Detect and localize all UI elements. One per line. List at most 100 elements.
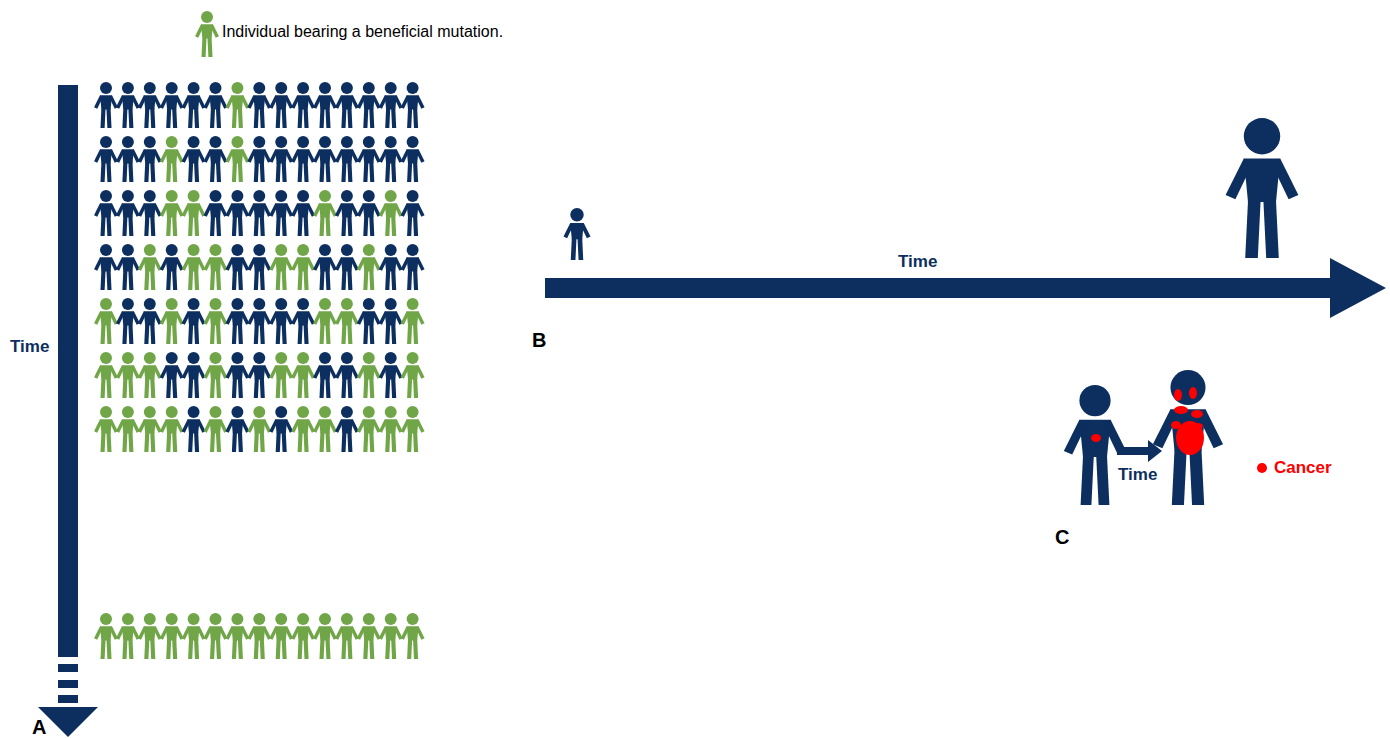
individual-figure [335, 244, 359, 290]
individual-figure [247, 298, 271, 344]
individual-figure [94, 352, 118, 398]
individual-figure [269, 244, 293, 290]
axis-label: Time [898, 253, 937, 272]
individual-figure [379, 82, 403, 128]
individual-figure [182, 82, 206, 128]
individual-figure [313, 406, 337, 452]
individual-figure [357, 352, 381, 398]
individual-figure [225, 298, 249, 344]
individual-figure [269, 190, 293, 236]
person-early [1064, 385, 1126, 505]
individual-figure [204, 406, 228, 452]
individual-figure [291, 190, 315, 236]
individual-figure [160, 298, 184, 344]
individual-figure [379, 136, 403, 182]
individual-figure [401, 136, 425, 182]
individual-figure [182, 244, 206, 290]
growth-panel [545, 118, 1386, 318]
individual-figure [269, 352, 293, 398]
individual-figure [291, 352, 315, 398]
individual-figure [182, 136, 206, 182]
individual-figure [116, 82, 140, 128]
individual-figure [116, 136, 140, 182]
individual-figure [379, 190, 403, 236]
tumour-spot [1174, 389, 1182, 401]
population-grid [94, 82, 425, 659]
individual-figure [401, 613, 425, 659]
individual-figure [225, 244, 249, 290]
individual-figure [269, 82, 293, 128]
individual-figure [247, 82, 271, 128]
individual-figure [313, 613, 337, 659]
time-arrow [38, 85, 98, 737]
individual-figure [138, 190, 162, 236]
individual-figure [247, 136, 271, 182]
individual-figure [225, 613, 249, 659]
individual-figure [116, 190, 140, 236]
individual-figure [335, 613, 359, 659]
individual-figure [225, 190, 249, 236]
individual-figure [291, 244, 315, 290]
individual-figure [313, 298, 337, 344]
individual-figure [204, 136, 228, 182]
individual-figure [160, 82, 184, 128]
individual-figure [357, 244, 381, 290]
individual-figure [247, 613, 271, 659]
individual-figure [138, 352, 162, 398]
legend-text: Individual bearing a beneficial mutation… [222, 23, 503, 41]
time-arrow [545, 258, 1386, 318]
individual-figure [182, 613, 206, 659]
individual-figure [247, 244, 271, 290]
individual-figure [94, 244, 118, 290]
individual-figure [313, 136, 337, 182]
individual-figure [160, 244, 184, 290]
individual-figure [94, 613, 118, 659]
individual-figure [94, 82, 118, 128]
child-figure [563, 208, 590, 260]
individual-figure [401, 244, 425, 290]
individual-figure [313, 82, 337, 128]
tumour-mass [1176, 421, 1204, 455]
panel-letter: C [1055, 526, 1069, 548]
individual-figure [269, 298, 293, 344]
individual-figure [357, 298, 381, 344]
individual-figure [291, 82, 315, 128]
individual-figure [182, 406, 206, 452]
individual-figure [138, 244, 162, 290]
individual-figure [94, 190, 118, 236]
individual-figure [357, 136, 381, 182]
individual-figure [94, 298, 118, 344]
individual-figure [357, 406, 381, 452]
individual-figure [335, 82, 359, 128]
individual-figure [116, 406, 140, 452]
individual-figure [247, 406, 271, 452]
individual-figure [204, 244, 228, 290]
individual-figure [182, 298, 206, 344]
individual-figure [204, 298, 228, 344]
individual-figure [182, 352, 206, 398]
individual-figure [138, 298, 162, 344]
individual-figure [401, 352, 425, 398]
individual-figure [313, 190, 337, 236]
individual-figure [335, 190, 359, 236]
individual-figure [335, 136, 359, 182]
individual-figure [160, 136, 184, 182]
individual-figure [247, 190, 271, 236]
individual-figure [401, 298, 425, 344]
individual-figure [116, 298, 140, 344]
individual-figure [379, 352, 403, 398]
individual-figure [116, 352, 140, 398]
tumour-spot [1091, 434, 1101, 442]
individual-figure [138, 136, 162, 182]
individual-figure [291, 613, 315, 659]
individual-figure [291, 406, 315, 452]
individual-figure [225, 406, 249, 452]
individual-figure [379, 613, 403, 659]
individual-figure [357, 82, 381, 128]
axis-label: Time [10, 338, 49, 357]
individual-figure [94, 136, 118, 182]
adult-figure [1226, 118, 1299, 258]
individual-figure [160, 190, 184, 236]
individual-figure [138, 406, 162, 452]
